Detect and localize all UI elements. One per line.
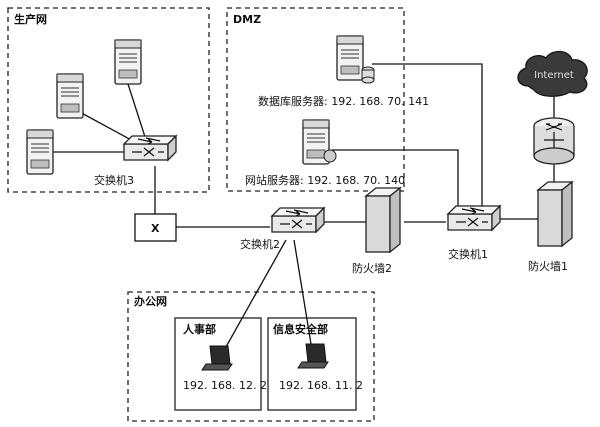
production-server-icon — [26, 129, 54, 175]
switch1-label: 交换机1 — [448, 247, 488, 261]
production-zone-label: 生产网 — [14, 12, 47, 26]
switch2-icon — [271, 207, 325, 233]
internet-label: Internet — [534, 70, 574, 81]
office-zone-label: 办公网 — [134, 294, 167, 308]
web-server-label: 网站服务器: 192. 168. 70. 140 — [245, 173, 405, 187]
firewall2-label: 防火墙2 — [352, 261, 392, 275]
db-server-icon — [336, 35, 375, 84]
production-server-icon — [56, 73, 84, 119]
infosec-laptop-icon — [297, 343, 329, 369]
hr-label: 人事部 — [183, 322, 216, 336]
switch3-icon — [123, 135, 177, 161]
switch2-label: 交换机2 — [240, 237, 280, 251]
firewall1-label: 防火墙1 — [528, 259, 568, 273]
router-icon — [533, 117, 575, 165]
production-server-icon — [114, 39, 142, 85]
office-zone-box — [127, 291, 375, 422]
x-device-label: X — [151, 222, 160, 235]
infosec-label: 信息安全部 — [273, 322, 328, 336]
infosec-ip-label: 192. 168. 11. 2 — [279, 379, 363, 392]
hr-laptop-icon — [201, 345, 233, 371]
internet-cloud-icon — [517, 50, 588, 97]
db-server-label: 数据库服务器: 192. 168. 70. 141 — [258, 94, 429, 108]
web-server-icon — [302, 119, 337, 165]
infosec-box — [267, 317, 357, 411]
switch1-icon — [447, 205, 501, 231]
x-device — [134, 213, 177, 242]
hr-box — [174, 317, 262, 411]
production-zone-box — [7, 7, 210, 193]
switch3-label: 交换机3 — [94, 173, 134, 187]
firewall1-icon — [537, 181, 573, 247]
hr-ip-label: 192. 168. 12. 2 — [183, 379, 267, 392]
dmz-zone-label: DMZ — [233, 13, 261, 26]
firewall2-icon — [365, 187, 401, 253]
